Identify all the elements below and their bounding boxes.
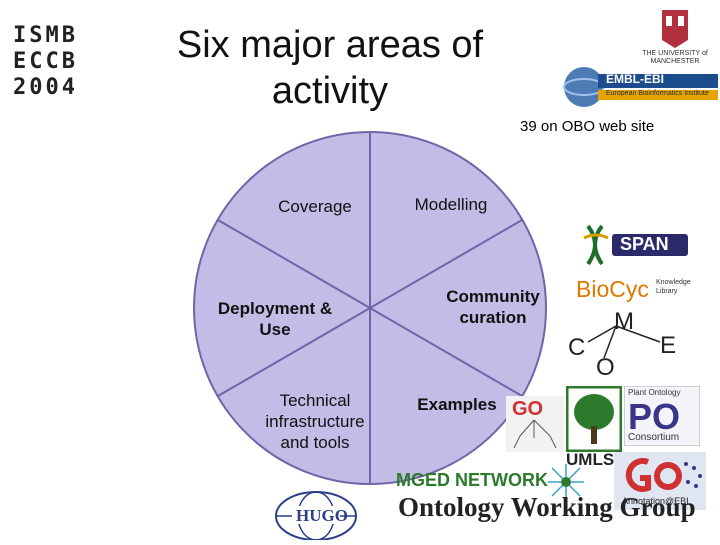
owg-text: Ontology Working Group xyxy=(398,492,696,522)
segment-examples: Examples xyxy=(417,395,497,414)
year-text: 2004 xyxy=(13,75,78,98)
annotation-g-icon xyxy=(625,458,651,492)
segment-community-curation: Community curation xyxy=(446,287,540,327)
ismb-text: ISMB xyxy=(13,23,78,48)
eccb-text: ECCB xyxy=(13,49,78,74)
slide-title: Six major areas of activity xyxy=(176,24,484,112)
biocyc-logo: BioCyc Knowledge Library xyxy=(576,276,696,306)
segment-coverage: Coverage xyxy=(278,197,352,216)
po-logo: Plant Ontology PO Consortium xyxy=(623,385,701,447)
umls-text: UMLS xyxy=(566,450,615,469)
segment-modelling: Modelling xyxy=(414,195,488,214)
segment-deployment: Deployment & Use xyxy=(217,299,333,339)
mged-logo: MGED NETWORK xyxy=(396,468,548,494)
span-mark-icon xyxy=(586,224,604,266)
go-text: GO xyxy=(512,398,544,420)
hugo-text: HUGO xyxy=(296,506,348,525)
embl-sub: European Bioinformatics Institute xyxy=(606,90,709,97)
come-o: O xyxy=(596,354,615,381)
obo-note: 39 on OBO web site xyxy=(520,118,655,135)
biocyc-sub: Knowledge Library xyxy=(656,279,691,295)
come-m: M xyxy=(614,308,634,335)
tree-logo xyxy=(565,385,623,453)
po-name: PO xyxy=(628,396,681,437)
manchester-logo: THE UNIVERSITY of MANCHESTER xyxy=(640,8,710,70)
network-burst xyxy=(546,462,586,502)
annotation-ebi-logo: Annotation@EBI xyxy=(614,452,706,510)
crest-icon xyxy=(662,10,688,40)
annotation-text: Annotation@EBI xyxy=(622,496,689,506)
go-logo: GO xyxy=(506,396,564,452)
burst-icon xyxy=(561,477,571,487)
activity-pie: Coverage Modelling Deployment & Use Comm… xyxy=(190,118,550,498)
come-c: C xyxy=(568,334,586,361)
embl-name: EMBL-EBI xyxy=(606,72,664,86)
manchester-text: THE UNIVERSITY of MANCHESTER xyxy=(642,50,708,65)
biocyc-name: BioCyc xyxy=(576,276,649,302)
divider-lower-right xyxy=(369,307,523,397)
divider-upper-left xyxy=(217,219,371,309)
divider-lower-left xyxy=(217,307,371,397)
po-top: Plant Ontology xyxy=(628,388,681,397)
mged-text: MGED NETWORK xyxy=(396,470,548,490)
segment-technical: Technical infrastructure and tools xyxy=(265,391,365,452)
embl-ebi-logo: EMBL-EBI European Bioinformatics Institu… xyxy=(562,64,720,110)
po-bottom: Consortium xyxy=(628,432,680,443)
come-logo: C M E O xyxy=(566,308,686,381)
globe-icon xyxy=(564,67,604,107)
ismb-eccb-logo: ISMB ECCB 2004 xyxy=(10,18,100,100)
come-e: E xyxy=(660,332,677,359)
divider-upper-right xyxy=(369,219,523,309)
hugo-logo: HUGO xyxy=(268,486,364,541)
span-text: SPAN xyxy=(620,234,669,254)
tree-icon xyxy=(574,394,614,430)
span-logo: SPAN xyxy=(582,222,692,268)
